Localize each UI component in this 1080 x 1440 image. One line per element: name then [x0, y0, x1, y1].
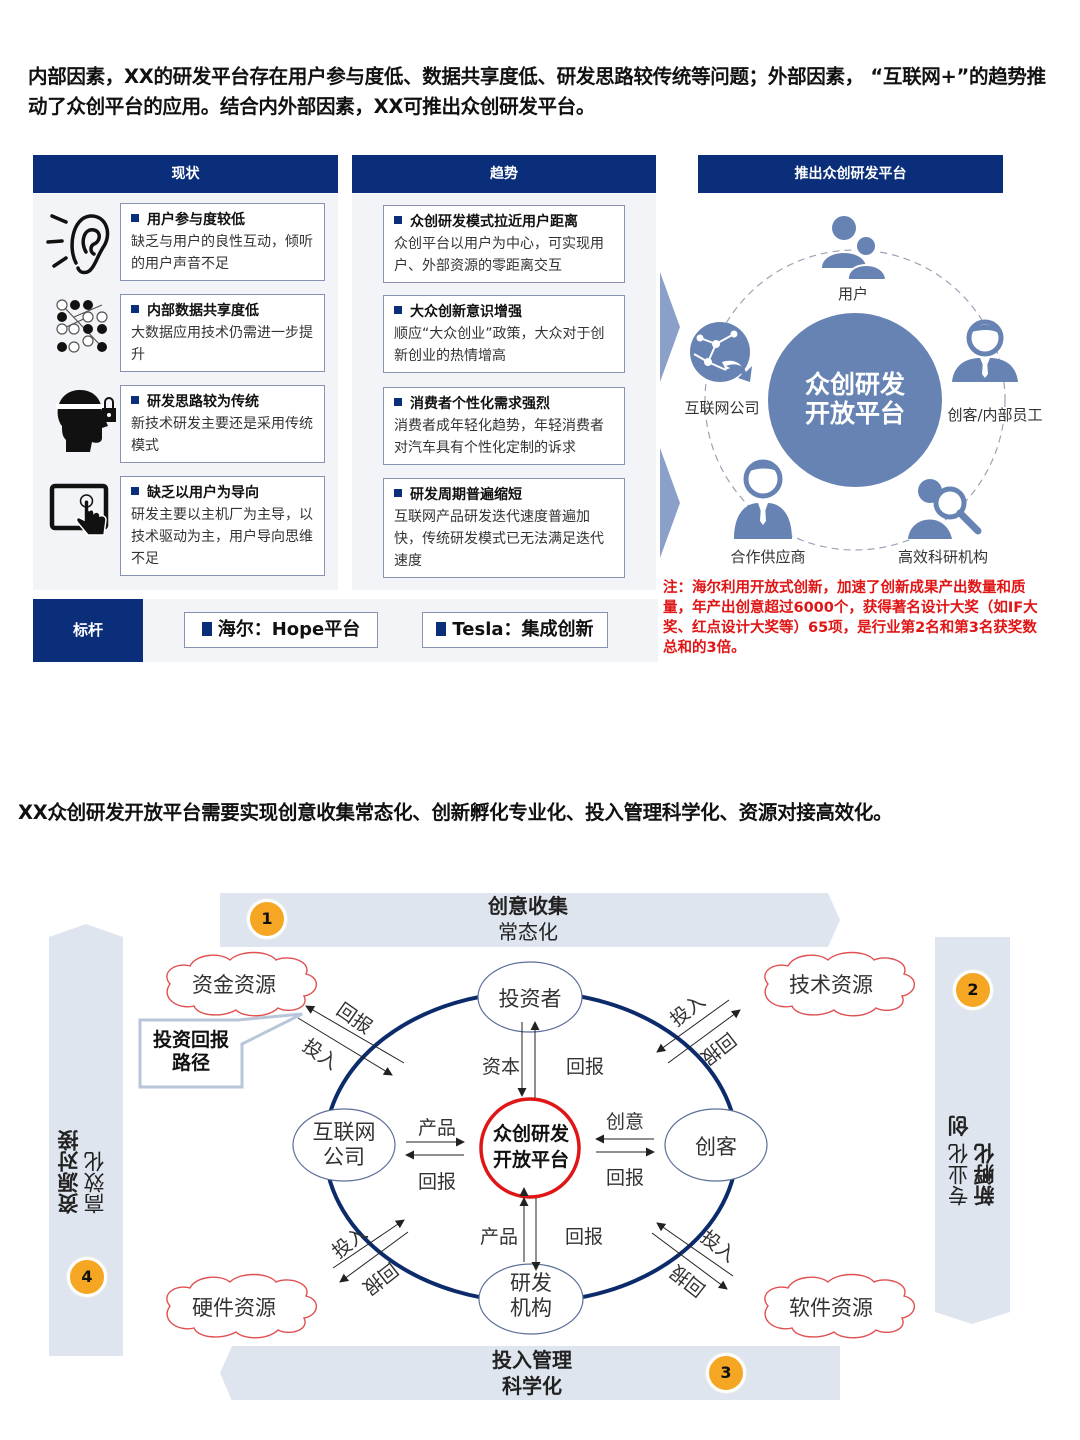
- chevron-right-icon: [660, 272, 680, 382]
- globe-network-icon: [690, 322, 752, 384]
- flow-idea: 创意: [606, 1111, 645, 1133]
- band-top-label: 创意收集 常态化: [488, 894, 568, 944]
- node-label-internet: 互联网公司: [684, 399, 760, 417]
- resource-hardware: 硬件资源: [192, 1296, 276, 1320]
- node-label-user: 用户: [837, 285, 868, 303]
- status-card: 用户参与度较低 缺乏与用户的良性互动，倾听的用户声音不足: [120, 203, 325, 281]
- platform-ring-diagram: [704, 249, 1006, 551]
- flow-left-product: 产品: [418, 1117, 457, 1139]
- resource-funding: 资金资源: [192, 973, 276, 997]
- node-label-research: 高效科研机构: [897, 548, 988, 566]
- employee-icon: [952, 319, 1018, 382]
- node-label-supplier: 合作供应商: [730, 548, 806, 566]
- center-platform-label: 众创研发 开放平台: [492, 1123, 569, 1171]
- trend-card: 研发周期普遍缩短 互联网产品研发迭代速度普遍加快，传统研发模式已无法满足迭代速度: [383, 478, 625, 578]
- status-card: 缺乏以用户为导向 研发主要以主机厂为主导，以技术驱动为主，用户导向思维不足: [120, 476, 325, 576]
- ecosystem-diagram: [138, 951, 915, 1339]
- locked-head-icon: [56, 389, 116, 452]
- node-rd-institution: 研发 机构: [510, 1271, 552, 1320]
- section2-headline: XX众创研发开放平台需要实现创意收集常态化、创新孵化专业化、投入管理科学化、资源…: [18, 801, 893, 824]
- step-badge-2: 2: [953, 970, 993, 1010]
- band-bottom-label: 投入管理 科学化: [492, 1348, 572, 1398]
- status-card: 内部数据共享度低 大数据应用技术仍需进一步提升: [120, 294, 325, 372]
- step-badge-1: 1: [247, 899, 287, 939]
- benchmark-label: 标杆: [33, 599, 143, 662]
- flow-capital: 资本: [482, 1056, 521, 1078]
- benchmark-tesla: Tesla：集成创新: [422, 612, 608, 648]
- ear-icon: [46, 214, 110, 275]
- trend-card: 大众创新意识增强 顺应“大众创业”政策，大众对于创新创业的热情增高: [383, 295, 625, 373]
- platform-center-circle: [768, 313, 942, 487]
- haier-note: 注：海尔利用开放式创新，加速了创新成果产出数量和质量，年产出创意超过6000个，…: [663, 580, 1038, 656]
- flow-left-return: 回报: [418, 1171, 457, 1193]
- data-network-icon: [56, 299, 108, 353]
- resource-technology: 技术资源: [789, 973, 873, 997]
- flow-bottom-return: 回报: [565, 1226, 604, 1248]
- status-column-header: 现状: [33, 155, 338, 193]
- flow-bottom-product: 产品: [480, 1226, 519, 1248]
- researcher-magnifier-icon: [908, 479, 982, 539]
- investment-return-path-callout: 投资回报 路径: [152, 1029, 229, 1074]
- node-investor: 投资者: [498, 987, 562, 1011]
- resource-software: 软件资源: [789, 1296, 873, 1320]
- platform-column-header: 推出众创研发平台: [698, 155, 1003, 193]
- supplier-person-icon: [734, 459, 792, 539]
- flow-right-return: 回报: [606, 1167, 645, 1189]
- step-badge-4: 4: [67, 1257, 107, 1297]
- platform-center-label: 众创研发 开放平台: [804, 370, 905, 428]
- step-badge-3: 3: [706, 1353, 746, 1393]
- chevron-right-icon: [660, 448, 680, 558]
- section1-headline: 内部因素，XX的研发平台存在用户参与度低、数据共享度低、研发思路较传统等问题；外…: [28, 65, 1046, 118]
- trend-card: 消费者个性化需求强烈 消费者成年轻化趋势，年轻消费者对汽车具有个性化定制的诉求: [383, 387, 625, 465]
- touch-tablet-icon: [49, 483, 109, 536]
- status-card: 研发思路较为传统 新技术研发主要还是采用传统模式: [120, 385, 325, 463]
- trend-column-header: 趋势: [352, 155, 656, 193]
- users-icon: [822, 216, 888, 281]
- node-internet-company: 互联网 公司: [312, 1120, 376, 1169]
- process-bands: [49, 893, 1010, 1400]
- benchmark-haier: 海尔：Hope平台: [184, 612, 378, 648]
- node-label-maker: 创客/内部员工: [947, 406, 1043, 424]
- node-maker: 创客: [695, 1135, 737, 1159]
- trend-card: 众创研发模式拉近用户距离 众创平台以用户为中心，可实现用户、外部资源的零距离交互: [383, 205, 625, 283]
- flow-top-return: 回报: [566, 1056, 605, 1078]
